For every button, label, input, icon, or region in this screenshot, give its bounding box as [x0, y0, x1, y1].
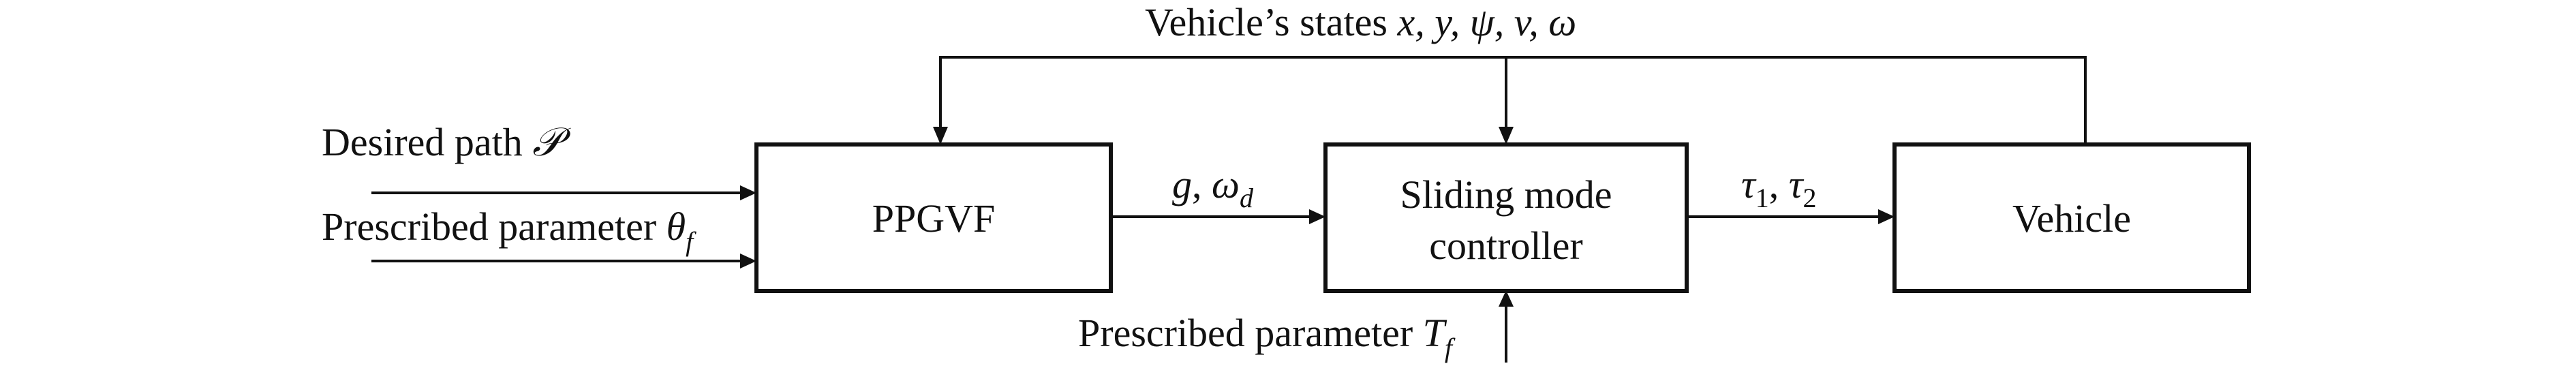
theta-arrowhead: [740, 254, 756, 269]
tf-arrowhead: [1499, 290, 1514, 307]
feedback-line: [939, 56, 2087, 144]
desired-path-label: Desired path 𝒫: [322, 120, 571, 164]
feedback-arrowhead-ppgvf: [933, 127, 948, 144]
controller-label-line2: controller: [1429, 224, 1582, 268]
feedback-arrowhead-controller: [1499, 127, 1514, 144]
prescribed-theta-label: Prescribed parameter θf: [322, 204, 696, 257]
ppgvf-to-controller-arrowhead: [1309, 209, 1325, 224]
controller-to-vehicle-arrowhead: [1878, 209, 1895, 224]
tau-label: τ1, τ2: [1741, 162, 1817, 213]
prescribed-tf-label: Prescribed parameter Tf: [1078, 311, 1456, 363]
ppgvf-label: PPGVF: [872, 196, 996, 241]
ppgvf-block: [754, 142, 1113, 293]
sliding-mode-controller-block: [1323, 142, 1689, 293]
vehicle-label: Vehicle: [2012, 196, 2131, 241]
g-omega-d-label: g, ωd: [1172, 162, 1254, 213]
desired-path-arrowhead: [740, 185, 756, 200]
controller-label-line1: Sliding mode: [1400, 172, 1612, 217]
vehicle-block: [1892, 142, 2251, 293]
vehicle-states-label: Vehicle’s states x, y, ψ, v, ω: [1145, 0, 1576, 44]
